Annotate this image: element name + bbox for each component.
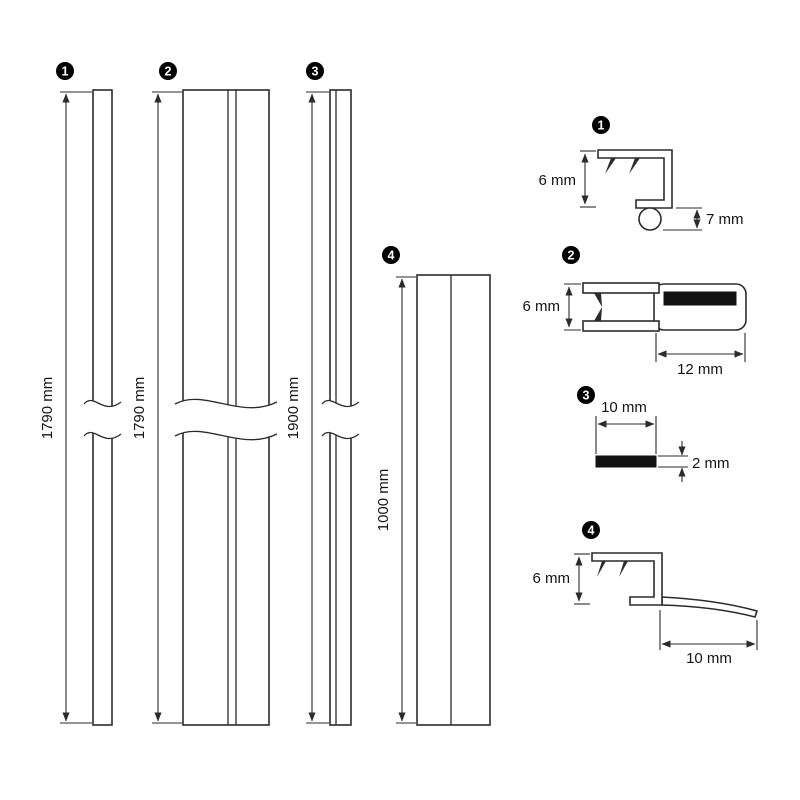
badge-number: 2	[165, 65, 172, 79]
profile-4-tooth	[597, 561, 606, 577]
strip-3-dimension: 1900 mm	[285, 91, 329, 724]
profile-3: 3 10 mm 2 mm	[577, 386, 730, 482]
badge-circle	[306, 62, 324, 80]
badge-circle	[577, 386, 595, 404]
profile-2-bottom-jaw	[582, 320, 660, 332]
break-mask	[322, 400, 359, 439]
profile-3-strip	[595, 455, 657, 468]
profile-1-height-label: 6 mm	[539, 172, 577, 189]
badge-circle	[56, 62, 74, 80]
strip-1-badge: 1	[56, 62, 74, 80]
profile-2-magnet	[663, 291, 737, 306]
strip-2-badge: 2	[159, 62, 177, 80]
badge-number: 3	[312, 65, 319, 79]
badge-circle	[592, 116, 610, 134]
profile-2-top-jaw	[582, 282, 660, 294]
badge-circle	[562, 246, 580, 264]
profile-4-fin-label: 10 mm	[686, 650, 732, 667]
profile-2-width-dimension: 12 mm	[655, 333, 746, 378]
strip-4: 4 1000 mm	[375, 246, 491, 726]
break-wave-top	[83, 399, 122, 408]
break-wave-bottom	[83, 431, 122, 440]
profile-3-width-label: 10 mm	[601, 399, 647, 416]
profile-4-height-label: 6 mm	[533, 570, 571, 587]
profile-2-tooth	[594, 293, 602, 307]
badge-circle	[159, 62, 177, 80]
break-wave-bottom	[174, 430, 278, 441]
strip-1-break	[83, 399, 122, 440]
badge-number: 3	[583, 389, 590, 403]
profile-4-height-dimension: 6 mm	[533, 553, 590, 605]
strip-4-body	[416, 274, 491, 726]
strip-3: 3 1900 mm	[285, 62, 360, 726]
badge-circle	[582, 521, 600, 539]
strip-1-dimension: 1790 mm	[39, 91, 92, 724]
strip-2: 2 1790 mm	[131, 62, 278, 726]
strip-1-length-label: 1790 mm	[39, 377, 56, 440]
break-wave-top	[321, 399, 360, 408]
profile-3-width-dimension	[595, 416, 657, 454]
strip-1: 1 1790 mm	[39, 62, 122, 726]
profile-2-badge: 2	[562, 246, 580, 264]
profile-1-tooth	[605, 158, 616, 174]
profile-2: 2 6 mm 12 mm	[523, 246, 747, 378]
profile-1-height-dimension: 6 mm	[539, 150, 596, 208]
badge-number: 1	[598, 119, 605, 133]
profile-2-width-label: 12 mm	[677, 361, 723, 378]
profile-1-tooth	[629, 158, 640, 174]
strip-2-break	[174, 398, 278, 441]
profile-1-channel	[597, 149, 673, 209]
profile-3-thickness-dimension: 2 mm	[658, 441, 730, 482]
badge-number: 2	[568, 249, 575, 263]
profile-2-tooth	[594, 307, 602, 321]
break-mask	[84, 400, 121, 439]
break-wave-top	[174, 398, 278, 409]
strip-3-break	[321, 399, 360, 440]
badge-number: 4	[388, 249, 395, 263]
badge-number: 4	[588, 524, 595, 538]
strip-3-badge: 3	[306, 62, 324, 80]
strip-3-length-label: 1900 mm	[285, 377, 302, 440]
profile-3-badge: 3	[577, 386, 595, 404]
profile-1-bubble	[638, 207, 662, 231]
strip-2-dimension: 1790 mm	[131, 91, 182, 724]
profile-2-height-label: 6 mm	[523, 298, 561, 315]
profile-1: 1 6 mm 7 mm	[539, 116, 744, 231]
profile-4: 4 6 mm 10 mm	[533, 521, 759, 667]
profile-1-bubble-dimension: 7 mm	[663, 207, 744, 231]
strip-4-badge: 4	[382, 246, 400, 264]
profile-2-body	[653, 283, 747, 331]
badge-circle	[382, 246, 400, 264]
strip-2-length-label: 1790 mm	[131, 377, 148, 440]
profile-4-channel	[591, 552, 663, 606]
profile-1-bubble-label: 7 mm	[706, 211, 744, 228]
profile-4-tooth	[619, 561, 628, 577]
profile-4-badge: 4	[582, 521, 600, 539]
profile-2-height-dimension: 6 mm	[523, 283, 581, 331]
profile-3-thickness-label: 2 mm	[692, 455, 730, 472]
strip-4-length-label: 1000 mm	[375, 469, 392, 532]
profile-1-badge: 1	[592, 116, 610, 134]
profile-4-fin	[661, 596, 759, 618]
badge-number: 1	[62, 65, 69, 79]
profile-4-fin-dimension: 10 mm	[659, 610, 758, 667]
strip-4-dimension: 1000 mm	[375, 276, 416, 724]
break-wave-bottom	[321, 431, 360, 440]
break-mask	[175, 399, 277, 440]
